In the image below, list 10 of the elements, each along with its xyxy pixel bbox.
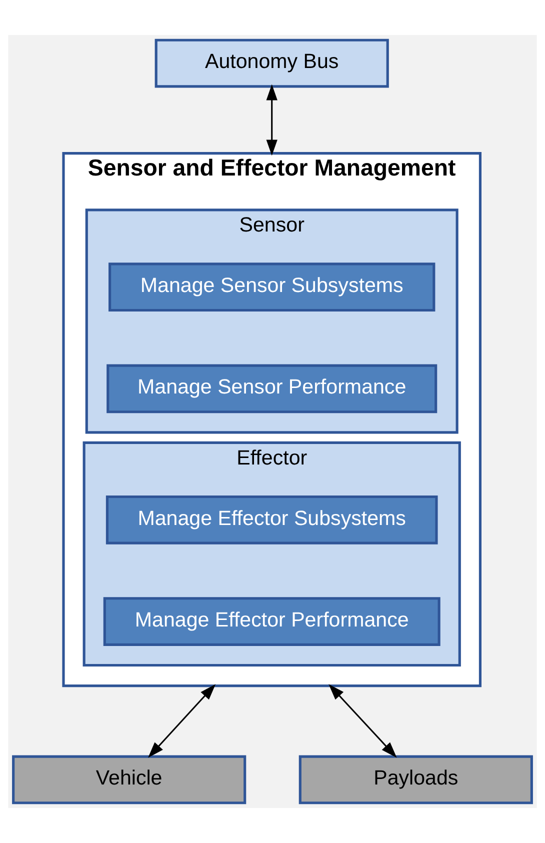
node-box: Manage Effector Subsystems <box>106 495 438 544</box>
node-box: Payloads <box>298 755 533 804</box>
arrow <box>266 84 278 156</box>
node-box: Manage Effector Performance <box>103 597 440 646</box>
node-box: Vehicle <box>12 755 246 804</box>
node-box: Autonomy Bus <box>154 38 389 88</box>
arrow <box>148 684 216 758</box>
node-box: Manage Sensor Performance <box>106 364 438 414</box>
arrow <box>328 684 397 758</box>
node-box: Manage Sensor Subsystems <box>108 262 436 312</box>
